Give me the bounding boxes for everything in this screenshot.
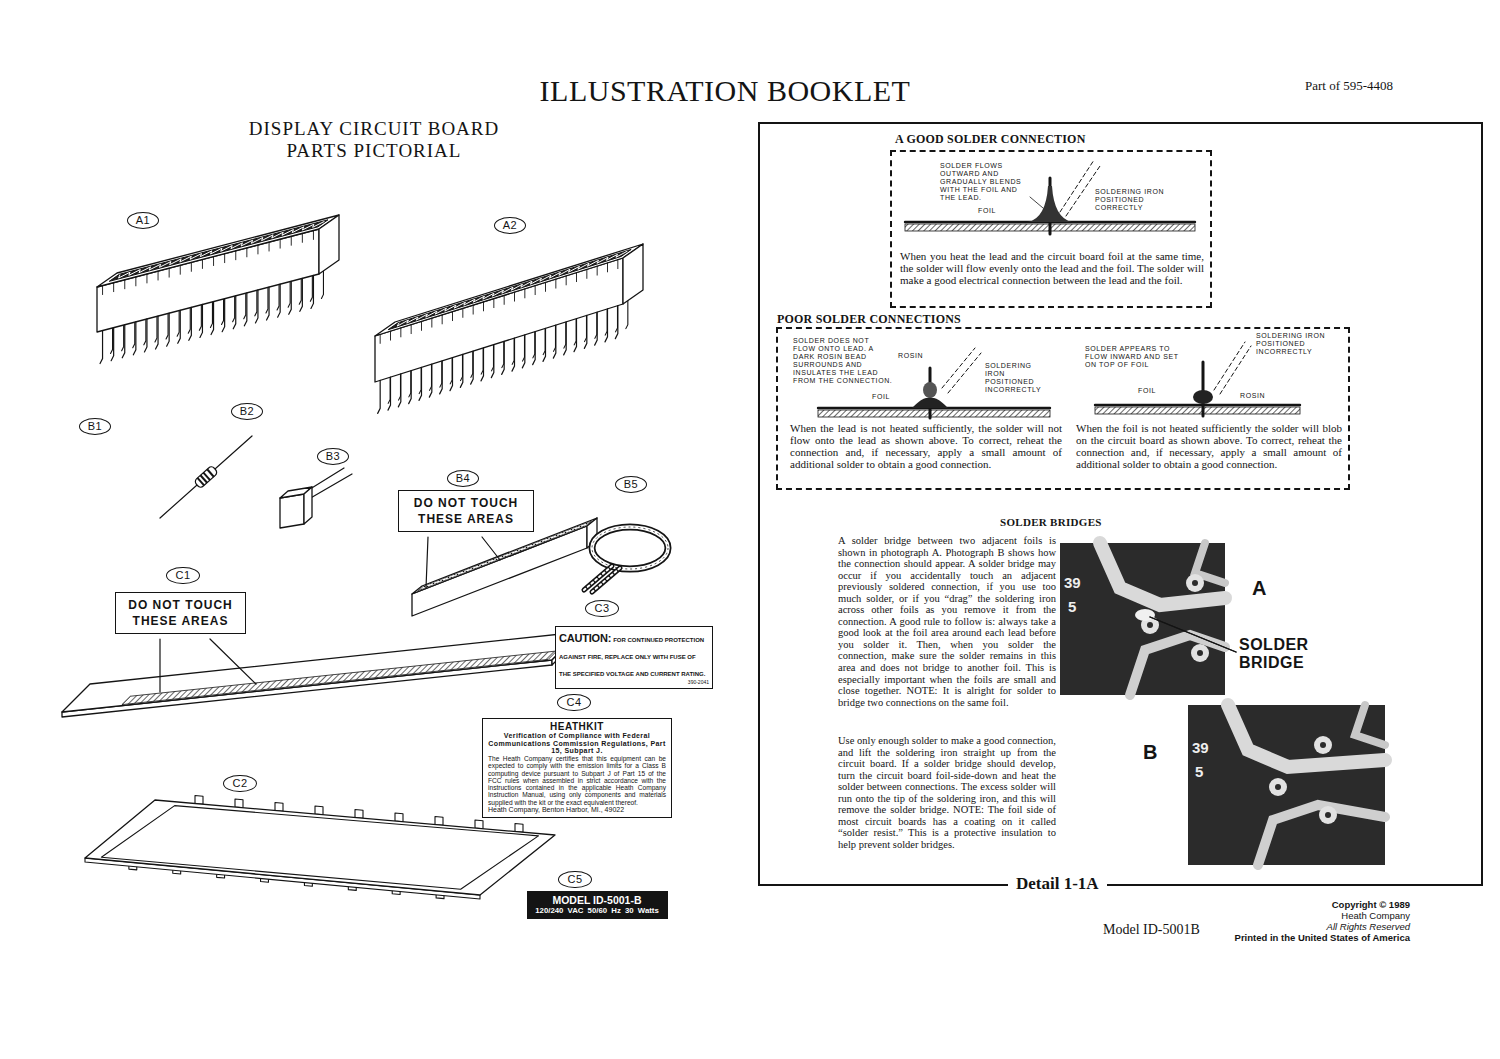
callout-number: C2	[232, 777, 247, 790]
illustration-note: SOLDER DOES NOT FLOW ONTO LEAD. A DARK R…	[793, 337, 893, 385]
callout-number: A2	[503, 219, 517, 232]
iron-note: SOLDERING IRON POSITIONED CORRECTLY	[1095, 188, 1167, 212]
callout-oval: B5	[615, 476, 647, 493]
callout-oval: C3	[585, 600, 618, 617]
callout-oval: B4	[447, 470, 479, 487]
caution-label: CAUTION:FOR CONTINUED PROTECTION AGAINST…	[555, 626, 713, 689]
compliance-text: The Heath Company certifies that this eq…	[488, 755, 666, 806]
callout-oval: A1	[127, 212, 159, 229]
caution-heading: CAUTION:	[559, 632, 611, 644]
photo-number: 39	[1064, 574, 1081, 591]
section-heading: POOR SOLDER CONNECTIONS	[774, 312, 964, 326]
callout-number: B2	[240, 405, 254, 418]
fcc-label: HEATHKITVerification of Compliance with …	[482, 718, 672, 818]
rosin-label: ROSIN	[898, 352, 923, 360]
power-rating: 120/240 VAC 50/60 Hz 30 Watts	[531, 906, 664, 916]
warning-text: DO NOT TOUCH THESE AREAS	[403, 495, 529, 527]
photo-number: 5	[1068, 598, 1076, 615]
callout-number: C3	[594, 602, 609, 615]
bar-illustration	[412, 518, 597, 616]
model-number: MODEL ID-5001-B	[531, 894, 664, 906]
label-number: 390-2041	[559, 680, 709, 685]
callout-oval: C1	[166, 567, 199, 584]
body-text: When the foil is not heated sufficiently…	[1076, 422, 1342, 470]
page-title: ILLUSTRATION BOOKLET	[540, 74, 911, 108]
callout-number: B5	[624, 478, 638, 491]
callout-oval: C4	[557, 694, 590, 711]
compliance-heading: Verification of Compliance with Federal …	[488, 732, 666, 755]
circuit-photo	[1060, 543, 1225, 695]
callout-number: B1	[88, 420, 102, 433]
detail-number: Detail 1-1A	[1008, 874, 1107, 894]
photo-number: 5	[1195, 763, 1203, 780]
callout-number: C5	[567, 873, 582, 886]
callout-oval: C5	[558, 871, 591, 888]
detail-panel: A GOOD SOLDER CONNECTION When you heat th…	[758, 122, 1483, 886]
callout-oval: B1	[79, 418, 111, 435]
brand-name: HEATHKIT	[488, 721, 666, 732]
callout-number: B3	[326, 450, 340, 463]
resistor-illustration	[160, 436, 252, 518]
copyright-line: All Rights Reserved	[1200, 921, 1410, 932]
model-number: Model ID-5001B	[1103, 922, 1200, 938]
edge-connector-illustration	[375, 244, 643, 413]
body-text: When the lead is not heated sufficiently…	[790, 422, 1062, 470]
warning-box: DO NOT TOUCH THESE AREAS	[398, 490, 534, 532]
body-text: A solder bridge between two adjacent foi…	[838, 535, 1056, 708]
warning-box: DO NOT TOUCH THESE AREAS	[115, 592, 246, 634]
warning-text: DO NOT TOUCH THESE AREAS	[120, 597, 241, 629]
photo-number: 39	[1192, 739, 1209, 756]
photo-letter: B	[1143, 741, 1157, 764]
foil-label: FOIL	[1138, 387, 1156, 395]
pictorial-heading: DISPLAY CIRCUIT BOARD PARTS PICTORIAL	[224, 118, 524, 162]
leader-line	[1150, 617, 1236, 652]
capacitor-illustration	[280, 468, 352, 528]
callout-label: SOLDER BRIDGE	[1239, 636, 1324, 672]
model-plate: MODEL ID-5001-B120/240 VAC 50/60 Hz 30 W…	[527, 891, 668, 919]
body-text: When you heat the lead and the circuit b…	[900, 250, 1204, 286]
circuit-board-illustration	[62, 632, 580, 717]
callout-oval: B2	[231, 403, 263, 420]
photo-letter: A	[1252, 577, 1266, 600]
part-number: Part of 595-4408	[1305, 78, 1393, 94]
callout-oval: A2	[494, 217, 526, 234]
wire-ring-illustration	[584, 527, 668, 592]
foil-label: FOIL	[978, 207, 996, 215]
rosin-label: ROSIN	[1240, 392, 1265, 400]
iron-note: SOLDERING IRON POSITIONED INCORRECTLY	[1256, 332, 1326, 356]
copyright-line: Copyright © 1989	[1200, 899, 1410, 910]
edge-connector-illustration	[97, 215, 339, 364]
illustration-note: SOLDER FLOWS OUTWARD AND GRADUALLY BLEND…	[940, 162, 1028, 202]
section-heading: A GOOD SOLDER CONNECTION	[892, 132, 1089, 146]
callout-oval: C2	[223, 775, 256, 792]
callout-number: A1	[136, 214, 150, 227]
callout-number: B4	[456, 472, 470, 485]
good-joint-box: A GOOD SOLDER CONNECTIONWhen you heat th…	[890, 150, 1212, 308]
iron-note: SOLDERING IRON POSITIONED INCORRECTLY	[985, 362, 1053, 394]
section-heading: SOLDER BRIDGES	[1000, 516, 1102, 529]
copyright-line: Printed in the United States of America	[1200, 932, 1410, 943]
callout-number: C1	[175, 569, 190, 582]
circuit-photo	[1188, 705, 1385, 865]
copyright-line: Heath Company	[1200, 910, 1410, 921]
foil-label: FOIL	[872, 393, 890, 401]
illustration-note: SOLDER APPEARS TO FLOW INWARD AND SET ON…	[1085, 345, 1190, 369]
good-joint-sketch	[905, 160, 1195, 234]
leader-line	[1150, 617, 1236, 652]
callout-number: C4	[566, 696, 581, 709]
callout-oval: B3	[317, 448, 349, 465]
body-text: Use only enough solder to make a good co…	[838, 735, 1056, 850]
company-address: Heath Company, Benton Harbor, MI., 49022	[488, 806, 666, 814]
